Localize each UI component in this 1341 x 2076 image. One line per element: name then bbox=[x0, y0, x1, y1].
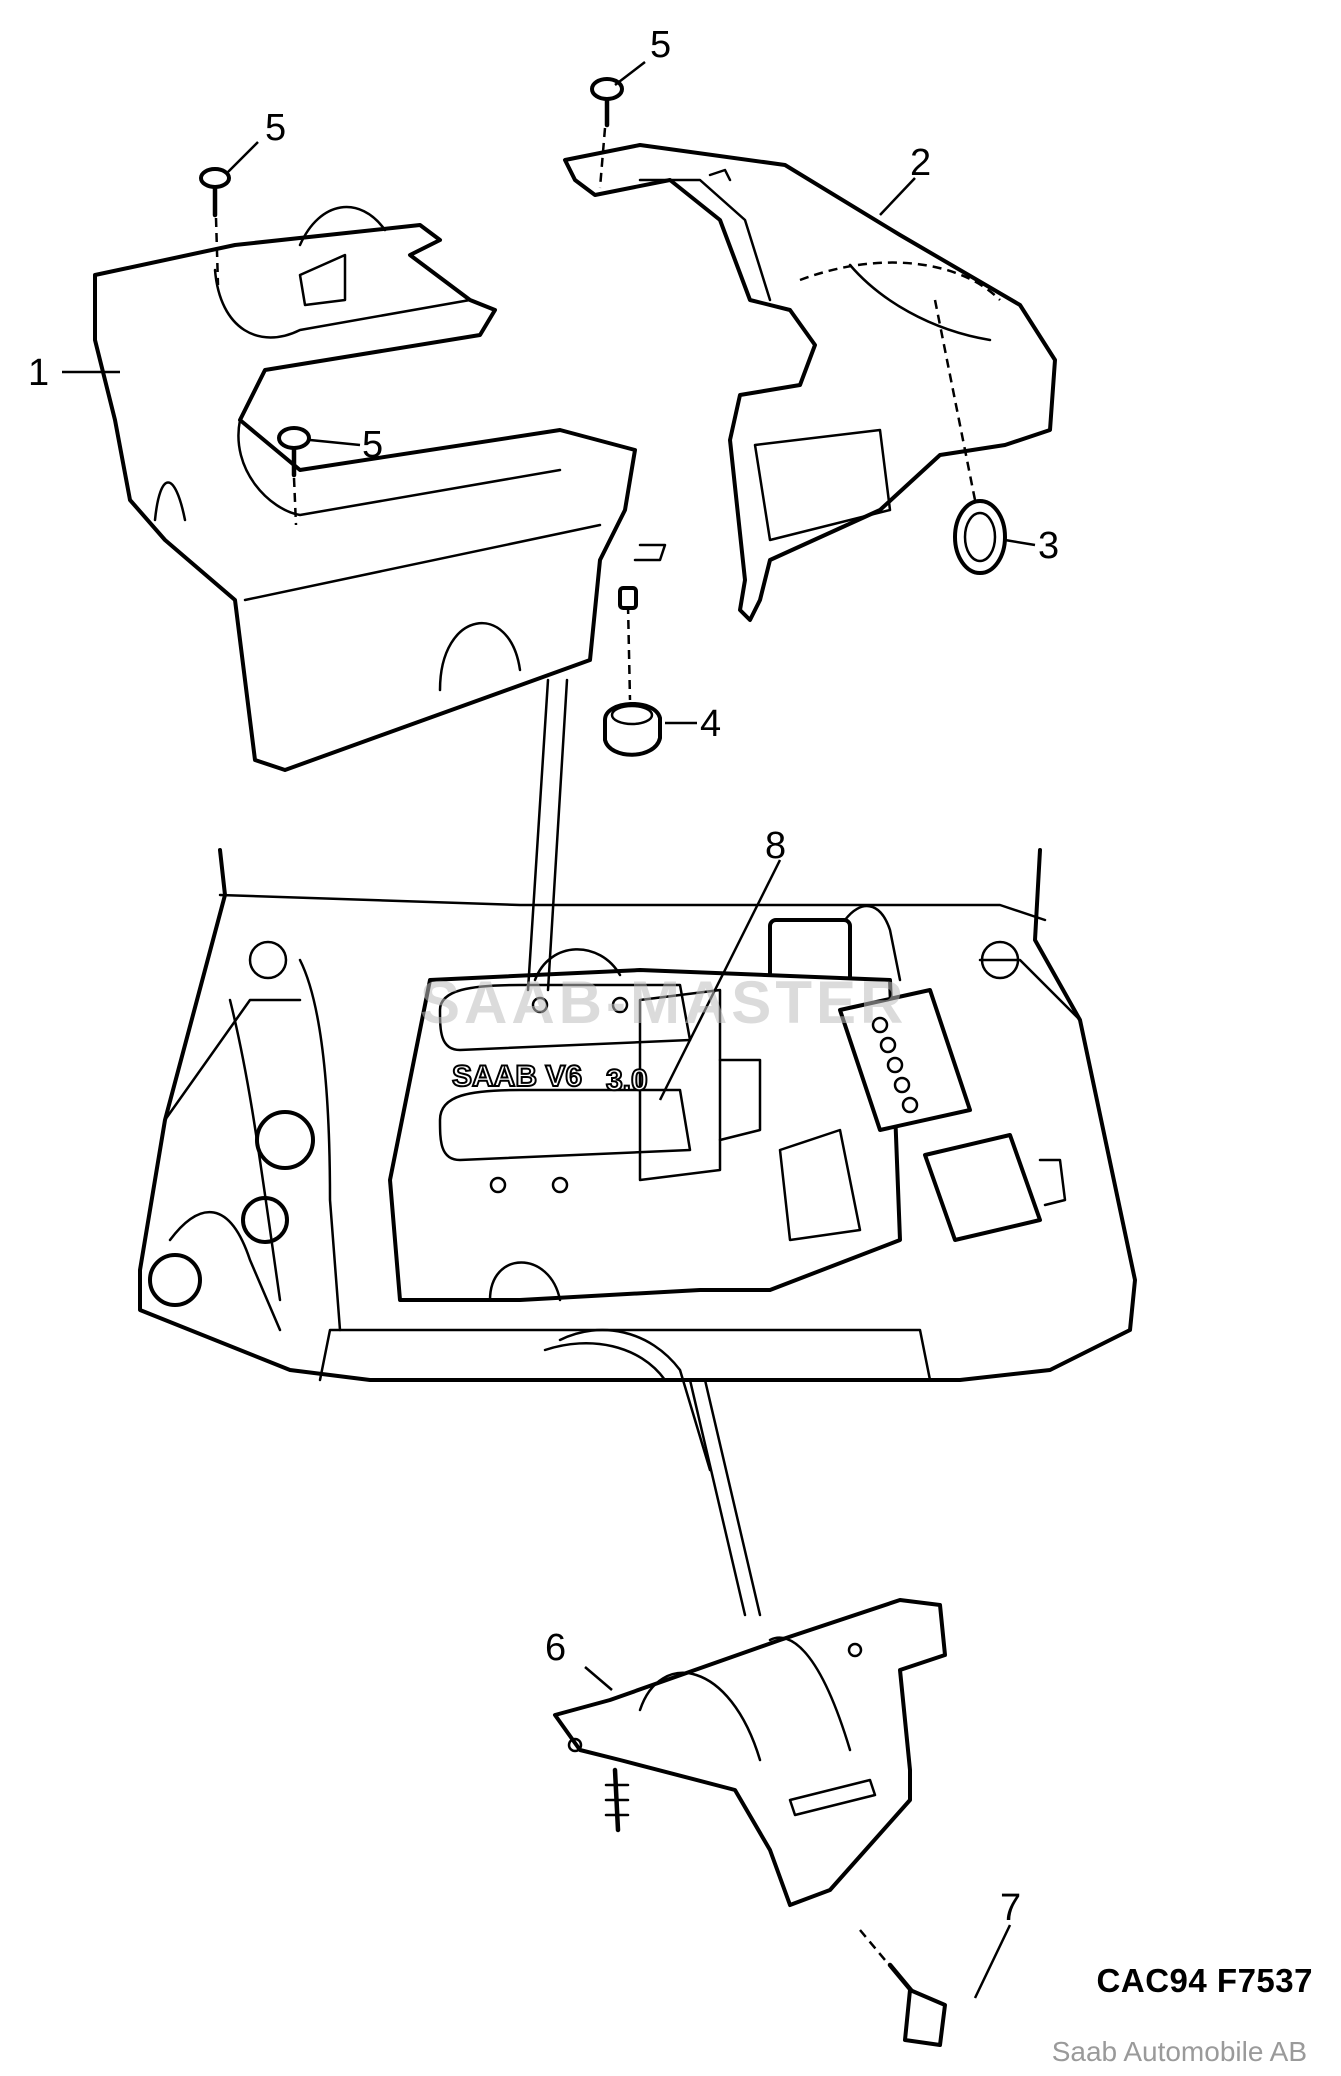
callout-part-2: 2 bbox=[910, 142, 931, 184]
copyright-text: Saab Automobile AB bbox=[1051, 2036, 1307, 2067]
screw-middle bbox=[277, 426, 311, 526]
watermark: SAAB-MASTER bbox=[420, 969, 908, 1036]
engine-badge-displacement: 3.0 bbox=[606, 1064, 648, 1097]
engine-cover-left bbox=[93, 205, 667, 772]
bolt bbox=[859, 1929, 947, 2047]
callout-part-5-top-left: 5 bbox=[265, 107, 286, 149]
callout-part-4: 4 bbox=[700, 703, 721, 745]
callout-part-5-top-right: 5 bbox=[650, 24, 671, 66]
callout-part-1: 1 bbox=[28, 352, 49, 394]
battery bbox=[838, 988, 1067, 1242]
leader-part1-engine-2 bbox=[546, 678, 569, 992]
callout-part-3: 3 bbox=[1038, 525, 1059, 567]
engine-cover-right bbox=[563, 143, 1057, 622]
engine-badge-brand: SAAB V6 bbox=[452, 1060, 582, 1093]
rubber-grommet bbox=[603, 586, 662, 757]
o-ring bbox=[933, 299, 1007, 575]
skid-plate bbox=[553, 1598, 947, 1907]
screw-top-left bbox=[199, 167, 231, 286]
lower-hose bbox=[543, 1328, 712, 1472]
callout-part-5-middle: 5 bbox=[362, 424, 383, 466]
leader-part1-engine bbox=[526, 678, 550, 992]
callout-part-6: 6 bbox=[545, 1627, 566, 1669]
callout-part-8: 8 bbox=[765, 825, 786, 867]
drawing-code: CAC94 F7537 bbox=[1096, 1962, 1313, 1999]
engine-top-cover: SAAB V6 3.0 bbox=[388, 948, 902, 1302]
callout-part-7: 7 bbox=[1000, 1887, 1021, 1929]
leader-part6-engine-2 bbox=[703, 1378, 762, 1617]
leader-part6-engine bbox=[688, 1378, 747, 1617]
